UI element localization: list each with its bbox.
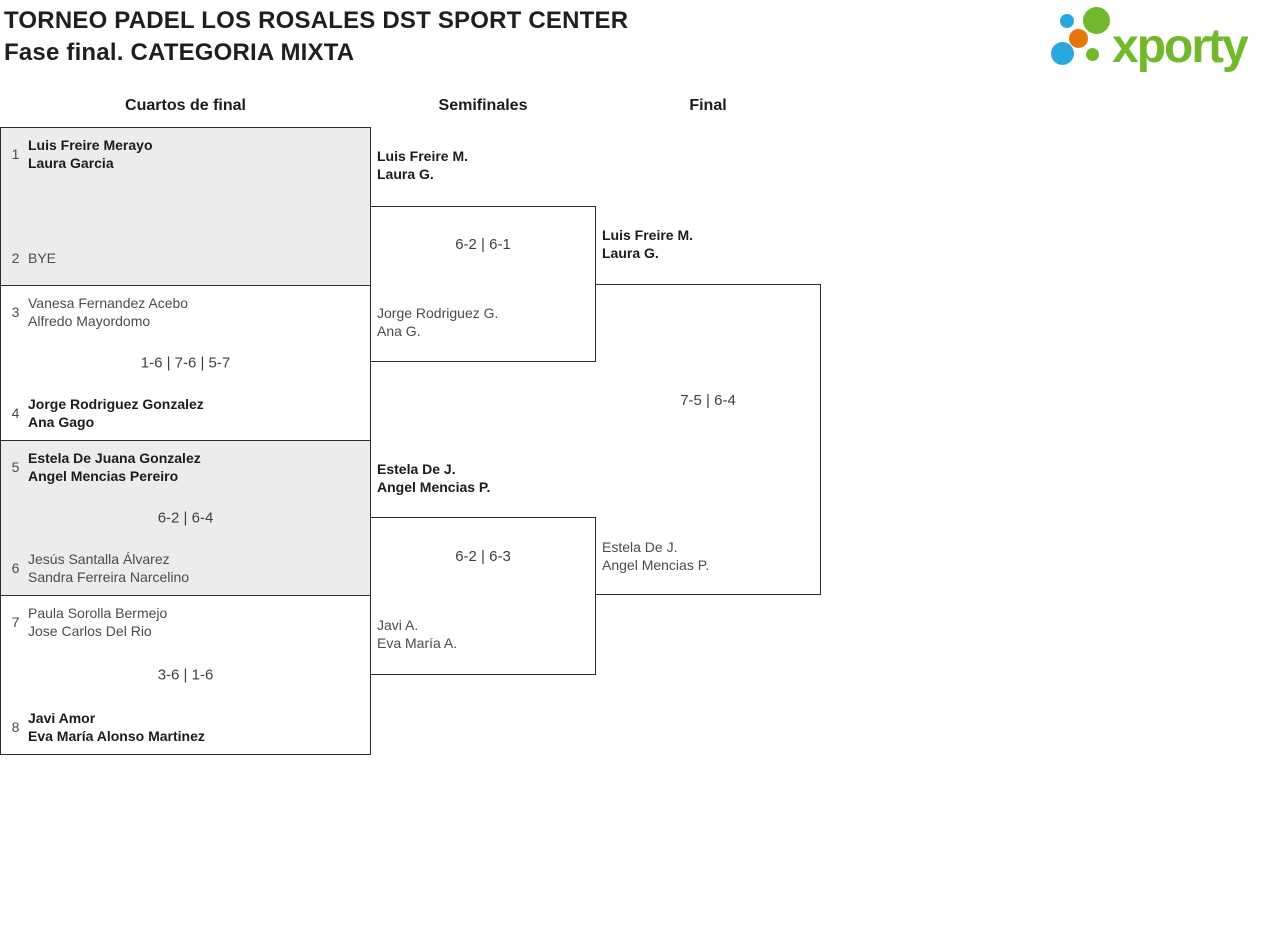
semifinal-2-team-top: Estela De J. Angel Mencias P.	[377, 460, 490, 496]
phase-category-subtitle: Fase final. CATEGORIA MIXTA	[4, 39, 355, 66]
seed-number: 4	[11, 405, 20, 421]
team-names: Vanesa Fernandez Acebo Alfredo Mayordomo	[28, 294, 188, 330]
final-team-bottom: Estela De J. Angel Mencias P.	[602, 538, 709, 574]
player-name: Paula Sorolla Bermejo	[28, 605, 168, 621]
team-row: 4 Jorge Rodriguez Gonzalez Ana Gago	[7, 395, 362, 431]
match-quarterfinal-2: 3 Vanesa Fernandez Acebo Alfredo Mayordo…	[0, 285, 371, 440]
semifinal-1-team-bottom: Jorge Rodriguez G. Ana G.	[377, 304, 498, 340]
team-names: Estela De Juana Gonzalez Angel Mencias P…	[28, 449, 201, 485]
match-score: 6-2 | 6-4	[157, 509, 214, 527]
player-name: Angel Mencias Pereiro	[28, 468, 179, 484]
semifinal-2-score: 6-2 | 6-3	[455, 548, 511, 565]
match-score: 1-6 | 7-6 | 5-7	[140, 354, 231, 372]
player-name: Laura G.	[602, 245, 659, 261]
player-name: Luis Freire Merayo	[28, 137, 153, 153]
logo-dot-blue-small-icon	[1060, 14, 1074, 28]
player-name: Ana Gago	[28, 414, 95, 430]
seed-number: 5	[11, 459, 20, 475]
team-names: Jesús Santalla Álvarez Sandra Ferreira N…	[28, 550, 189, 586]
player-name: Estela De J.	[602, 539, 678, 555]
tournament-title: TORNEO PADEL LOS ROSALES DST SPORT CENTE…	[4, 7, 629, 34]
match-final-box	[595, 284, 821, 595]
match-quarterfinal-4: 7 Paula Sorolla Bermejo Jose Carlos Del …	[0, 595, 371, 755]
team-names: Javi Amor Eva María Alonso Martinez	[28, 709, 205, 745]
team-row: 8 Javi Amor Eva María Alonso Martinez	[7, 709, 362, 745]
team-row: 7 Paula Sorolla Bermejo Jose Carlos Del …	[7, 604, 362, 640]
round-header-final: Final	[689, 97, 727, 114]
final-score: 7-5 | 6-4	[680, 392, 736, 409]
player-name: Javi A.	[377, 617, 419, 633]
team-row: 1 Luis Freire Merayo Laura Garcia	[7, 136, 362, 172]
player-name: Laura Garcia	[28, 155, 114, 171]
player-name: Estela De Juana Gonzalez	[28, 450, 201, 466]
semifinal-1-score: 6-2 | 6-1	[455, 236, 511, 253]
match-score: 3-6 | 1-6	[157, 666, 214, 684]
player-name: Jorge Rodriguez Gonzalez	[28, 396, 204, 412]
player-name: Vanesa Fernandez Acebo	[28, 295, 189, 311]
team-row: 6 Jesús Santalla Álvarez Sandra Ferreira…	[7, 550, 362, 586]
seed-number: 6	[11, 560, 20, 576]
page-title: TORNEO PADEL LOS ROSALES DST SPORT CENTE…	[4, 5, 628, 69]
match-quarterfinal-3: 5 Estela De Juana Gonzalez Angel Mencias…	[0, 440, 371, 595]
player-name: Angel Mencias P.	[602, 557, 710, 573]
seed-number: 2	[11, 250, 20, 266]
logo-dot-blue-big-icon	[1051, 42, 1074, 65]
logo-wordmark: xporty	[1112, 20, 1249, 73]
player-name: Jose Carlos Del Rio	[28, 623, 152, 639]
seed-number: 3	[11, 304, 20, 320]
player-name: Estela De J.	[377, 461, 456, 477]
team-names: Paula Sorolla Bermejo Jose Carlos Del Ri…	[28, 604, 167, 640]
team-names: Luis Freire Merayo Laura Garcia	[28, 136, 153, 172]
player-name: Eva María Alonso Martinez	[28, 728, 205, 744]
final-team-top: Luis Freire M. Laura G.	[602, 226, 693, 262]
team-row: 5 Estela De Juana Gonzalez Angel Mencias…	[7, 449, 362, 485]
round-header-semifinals: Semifinales	[438, 97, 528, 114]
player-name: Javi Amor	[28, 710, 96, 726]
logo-dot-green-small-icon	[1086, 48, 1099, 61]
xporty-logo[interactable]: xporty	[1048, 5, 1276, 73]
seed-number: 7	[11, 614, 20, 630]
round-header-quarterfinals: Cuartos de final	[125, 97, 246, 114]
player-name: Jesús Santalla Álvarez	[28, 551, 170, 567]
player-name: Eva María A.	[377, 635, 458, 651]
team-names: Jorge Rodriguez Gonzalez Ana Gago	[28, 395, 204, 431]
semifinal-1-team-top: Luis Freire M. Laura G.	[377, 147, 468, 183]
seed-number: 1	[11, 146, 20, 162]
player-name: Luis Freire M.	[377, 148, 469, 164]
logo-dot-green-big-icon	[1083, 7, 1110, 34]
team-row: 3 Vanesa Fernandez Acebo Alfredo Mayordo…	[7, 294, 362, 330]
player-name: Ana G.	[377, 323, 421, 339]
player-name: Jorge Rodriguez G.	[377, 305, 499, 321]
player-name: Luis Freire M.	[602, 227, 694, 243]
semifinal-2-team-bottom: Javi A. Eva María A.	[377, 616, 457, 652]
player-name: Angel Mencias P.	[377, 479, 491, 495]
seed-number: 8	[11, 719, 20, 735]
player-name: BYE	[28, 250, 57, 266]
player-name: Sandra Ferreira Narcelino	[28, 569, 190, 585]
team-names: BYE	[28, 249, 56, 267]
match-semifinal-2-box	[370, 517, 596, 675]
match-quarterfinal-1: 1 Luis Freire Merayo Laura Garcia 2 BYE	[0, 127, 371, 285]
player-name: Laura G.	[377, 166, 434, 182]
player-name: Alfredo Mayordomo	[28, 313, 151, 329]
logo-dot-orange-icon	[1069, 29, 1088, 48]
team-row: 2 BYE	[7, 240, 362, 276]
